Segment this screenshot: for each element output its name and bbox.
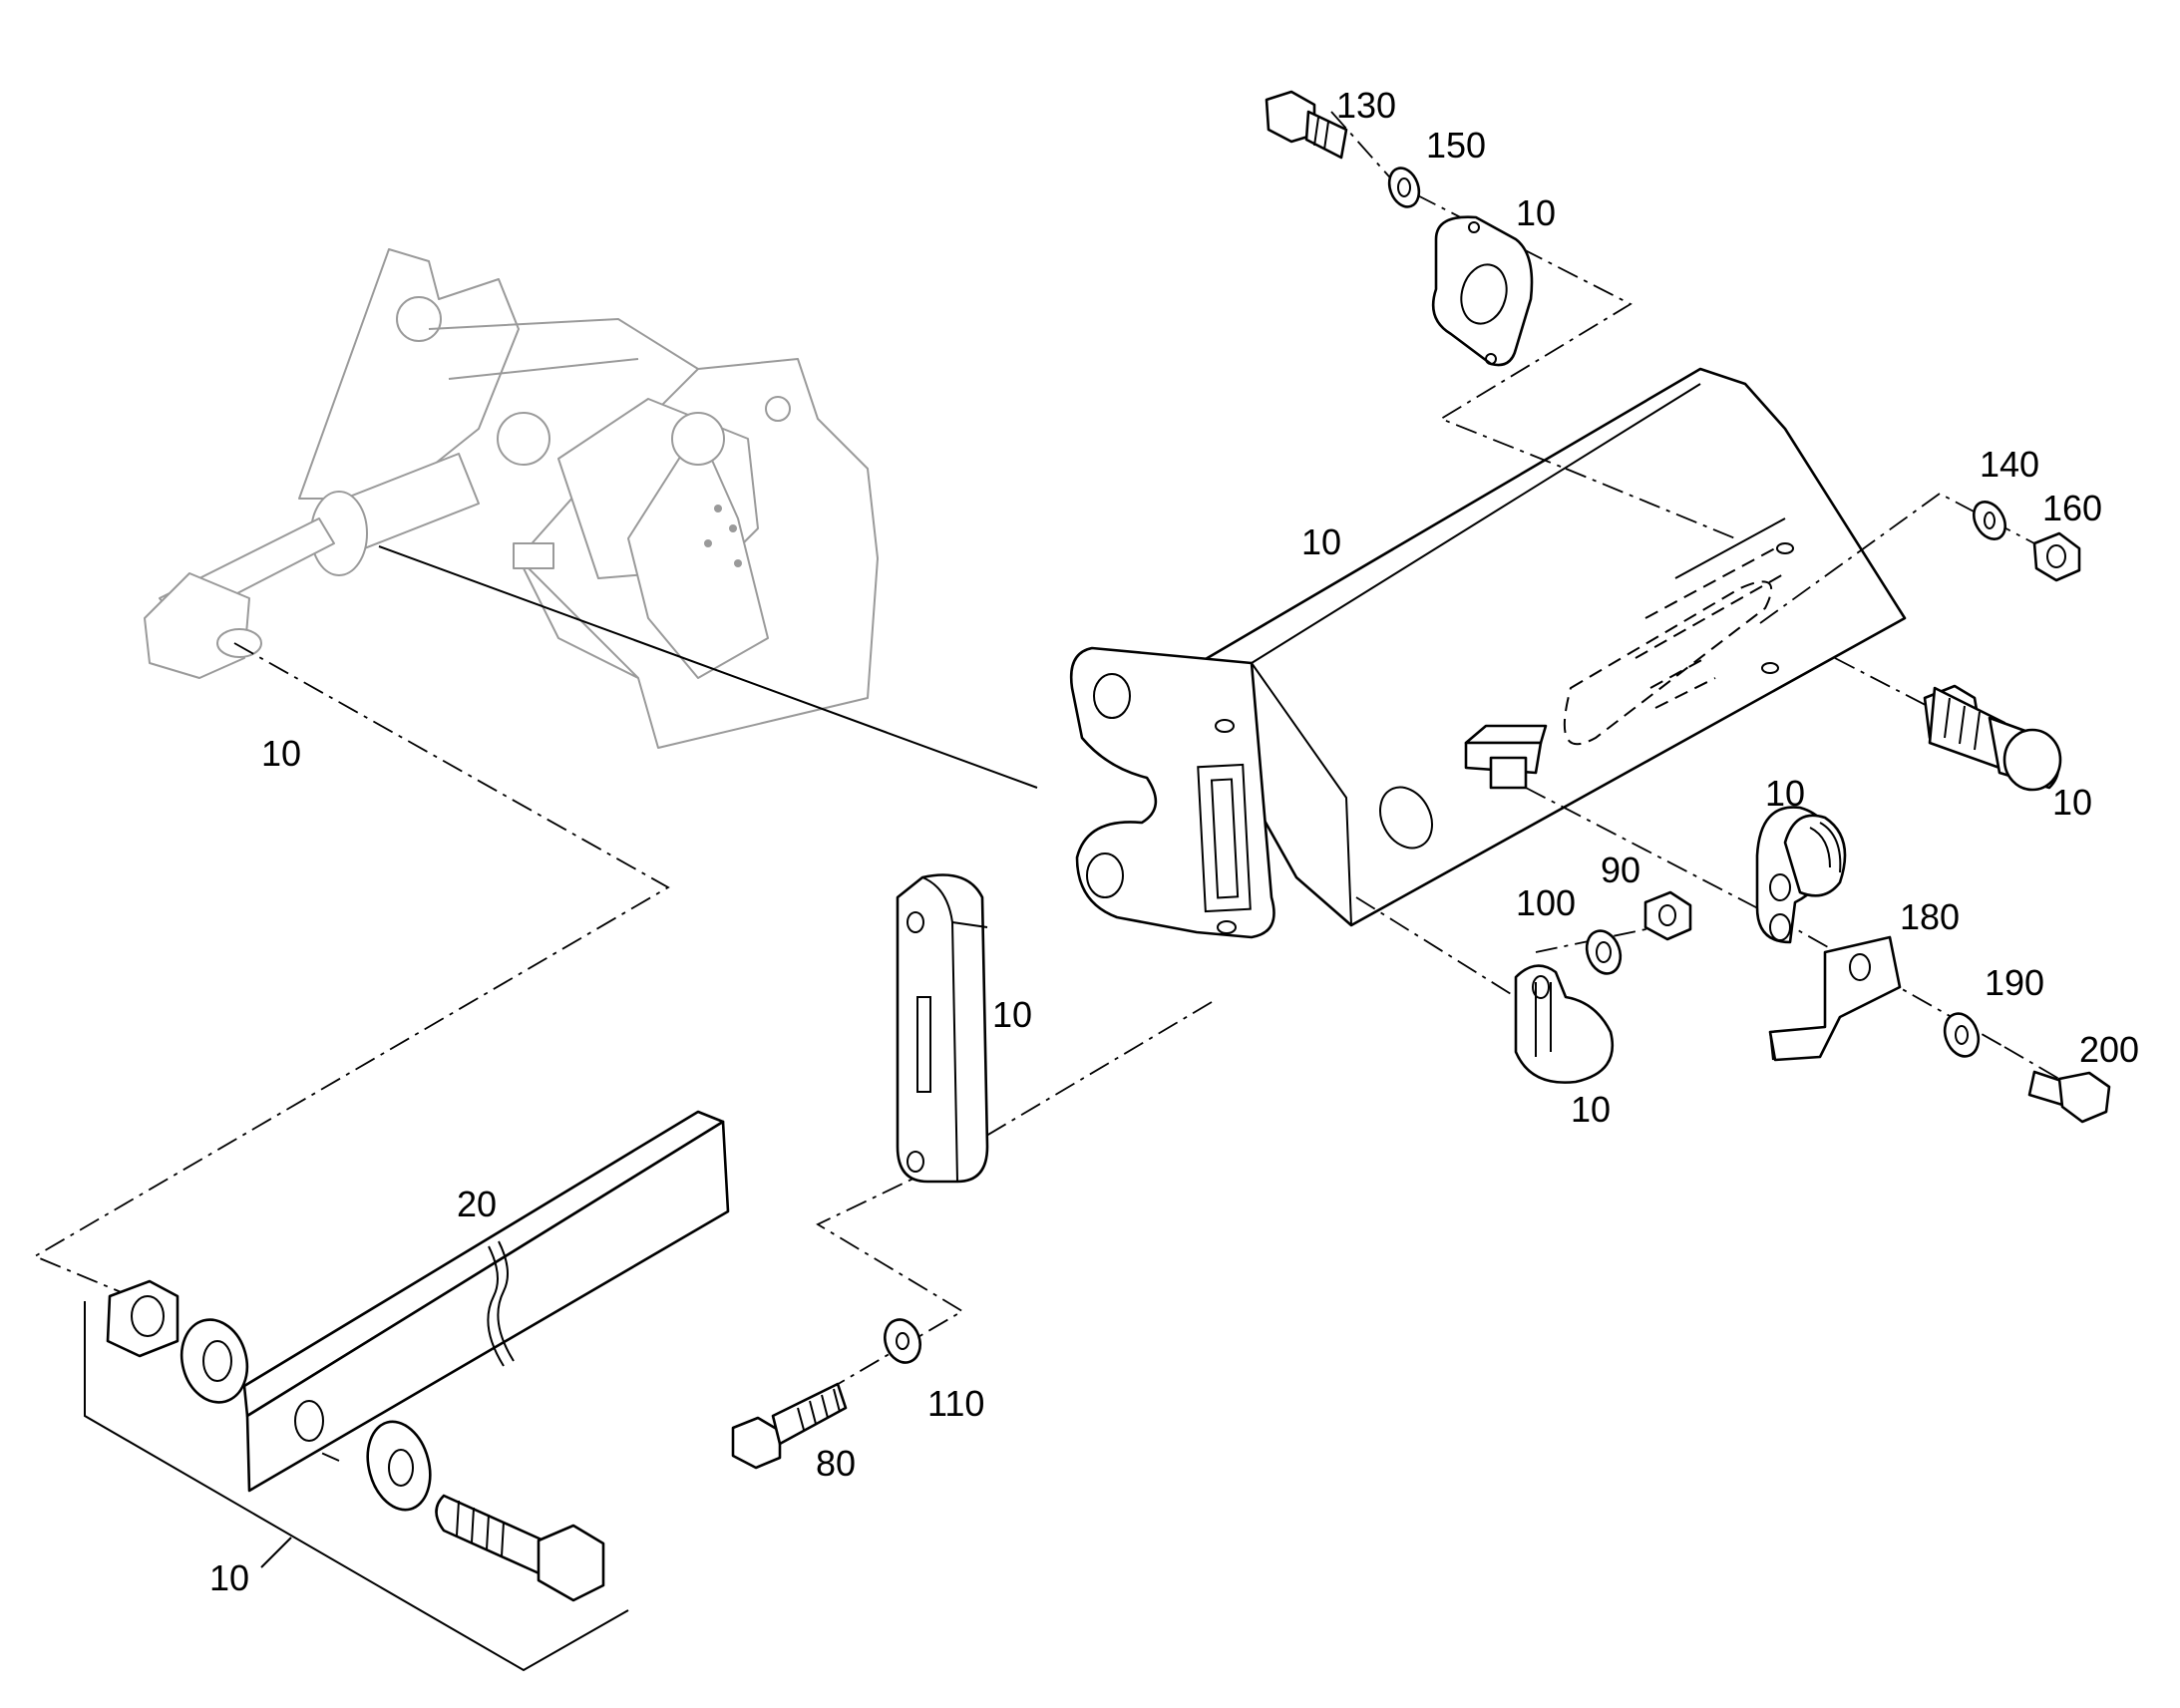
callout-130: 130: [1336, 85, 1396, 126]
washer-190: [1943, 1012, 1981, 1058]
wear-plate-center: [896, 873, 989, 1184]
washer-100: [1585, 929, 1623, 975]
washer-lower-left: [366, 1420, 432, 1512]
spacer-lower-left: [180, 1318, 249, 1404]
callout-100: 100: [1516, 882, 1576, 923]
callout-10-clamp: 10: [1765, 773, 1805, 814]
callout-190: 190: [1985, 962, 2044, 1003]
callout-10-tube: 10: [1301, 521, 1341, 562]
bracket-tube-assembly: [1069, 367, 1907, 939]
wear-strip-20: [242, 1110, 730, 1493]
callout-10-coupler: 10: [2052, 782, 2092, 823]
nut-90: [1643, 890, 1692, 941]
callout-10-group: 10: [209, 1557, 249, 1598]
bolt-lower-left: [435, 1494, 605, 1602]
callout-10-flange: 10: [1516, 192, 1556, 233]
nut-lower-left: [106, 1279, 180, 1358]
bolt-130: [1265, 90, 1348, 160]
bolt-200: [2027, 1070, 2111, 1124]
nut-160: [2032, 531, 2081, 582]
flange-plate-top: [1431, 215, 1534, 367]
washer-150: [1387, 167, 1421, 208]
callout-110: 110: [927, 1383, 984, 1424]
bracket-180: [1768, 935, 1902, 1062]
callout-90: 90: [1601, 850, 1640, 890]
callout-10-hook: 10: [1571, 1089, 1611, 1130]
machine-frame-ghost: [144, 248, 879, 749]
callout-150: 150: [1426, 125, 1486, 166]
callout-180: 180: [1900, 896, 1960, 937]
callout-200: 200: [2079, 1029, 2139, 1070]
callout-160: 160: [2042, 488, 2102, 528]
callout-80: 80: [816, 1443, 856, 1484]
callout-labels: 130 150 10 140 160 10 10 10 10 90 100 18…: [209, 85, 2139, 1598]
washer-140: [1972, 501, 2007, 540]
leader-group-callout: [260, 1537, 292, 1568]
leader-frame-to-bracket: [378, 545, 1038, 789]
callout-10-nut: 10: [261, 733, 301, 774]
group-bracket: [84, 1301, 629, 1672]
quick-coupler: [1923, 684, 2062, 792]
callout-20: 20: [457, 1184, 497, 1224]
hose-clamp-hook: [1514, 964, 1615, 1084]
washer-110: [884, 1318, 921, 1364]
callout-140: 140: [1980, 444, 2039, 485]
callout-10-plate: 10: [992, 994, 1032, 1035]
bolt-80: [731, 1382, 848, 1470]
assembly-centerlines: [32, 111, 2065, 1462]
hose-clamp-right: [1755, 806, 1847, 944]
